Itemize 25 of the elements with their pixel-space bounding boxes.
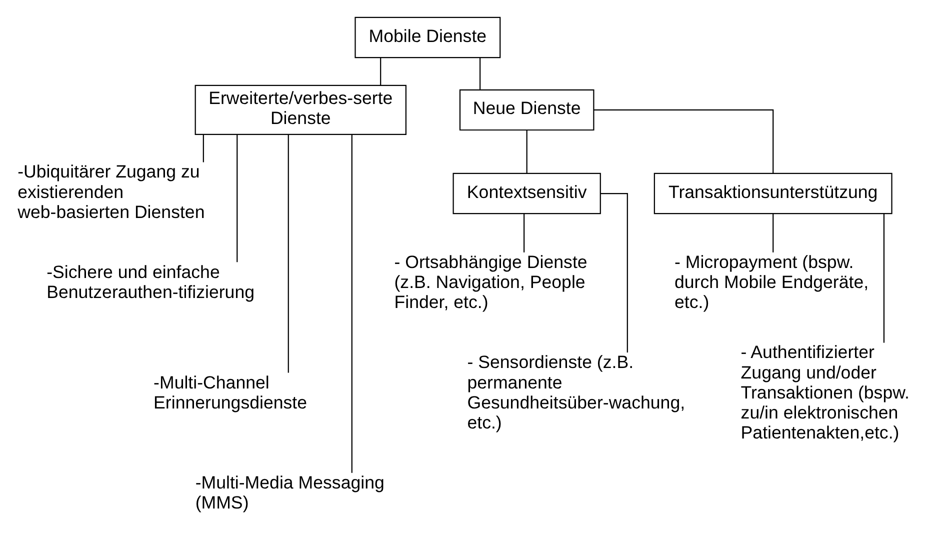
connector	[351, 134, 352, 473]
connector	[288, 134, 289, 373]
node-text: - Micropayment (bspw. durch Mobile Endgeräte, etc.)	[674, 252, 869, 312]
connector	[526, 130, 528, 174]
node-text: -Multi-Channel Erinnerungsdienste	[154, 372, 308, 412]
node-text: - Sensordienste (z.B. permanente Gesundheitsüber-wachung, etc.)	[467, 352, 686, 432]
node-box: Neue Dienste	[459, 89, 594, 131]
node-text: - Ortsabhängige Dienste (z.B. Navigation, People Finder, etc.)	[394, 252, 588, 312]
node-text: - Authentifizierter Zugang und/oder Transaktionen (bspw. zu/in elektronischen Patientenakten,etc.)	[740, 342, 910, 442]
connector	[883, 214, 885, 343]
connector	[380, 58, 382, 86]
connector	[236, 134, 238, 262]
connector	[202, 134, 204, 162]
node-text: -Ubiquitärer Zugang zu existierenden web-basierten Diensten	[18, 162, 205, 222]
connector	[594, 109, 774, 174]
node-box: Erweiterte/verbes-serte Dienste	[194, 84, 406, 136]
connector	[479, 58, 481, 90]
node-text: -Multi-Media Messaging (MMS)	[195, 472, 384, 513]
connector	[600, 192, 628, 353]
connector	[524, 214, 525, 252]
node-box: Kontextsensitiv	[452, 172, 601, 214]
node-box: Mobile Dienste	[354, 16, 501, 58]
connector	[772, 214, 774, 252]
node-box: Transaktionsunterstützung	[654, 172, 892, 214]
node-text: -Sichere und einfache Benutzerauthen-tifizierung	[46, 262, 255, 302]
